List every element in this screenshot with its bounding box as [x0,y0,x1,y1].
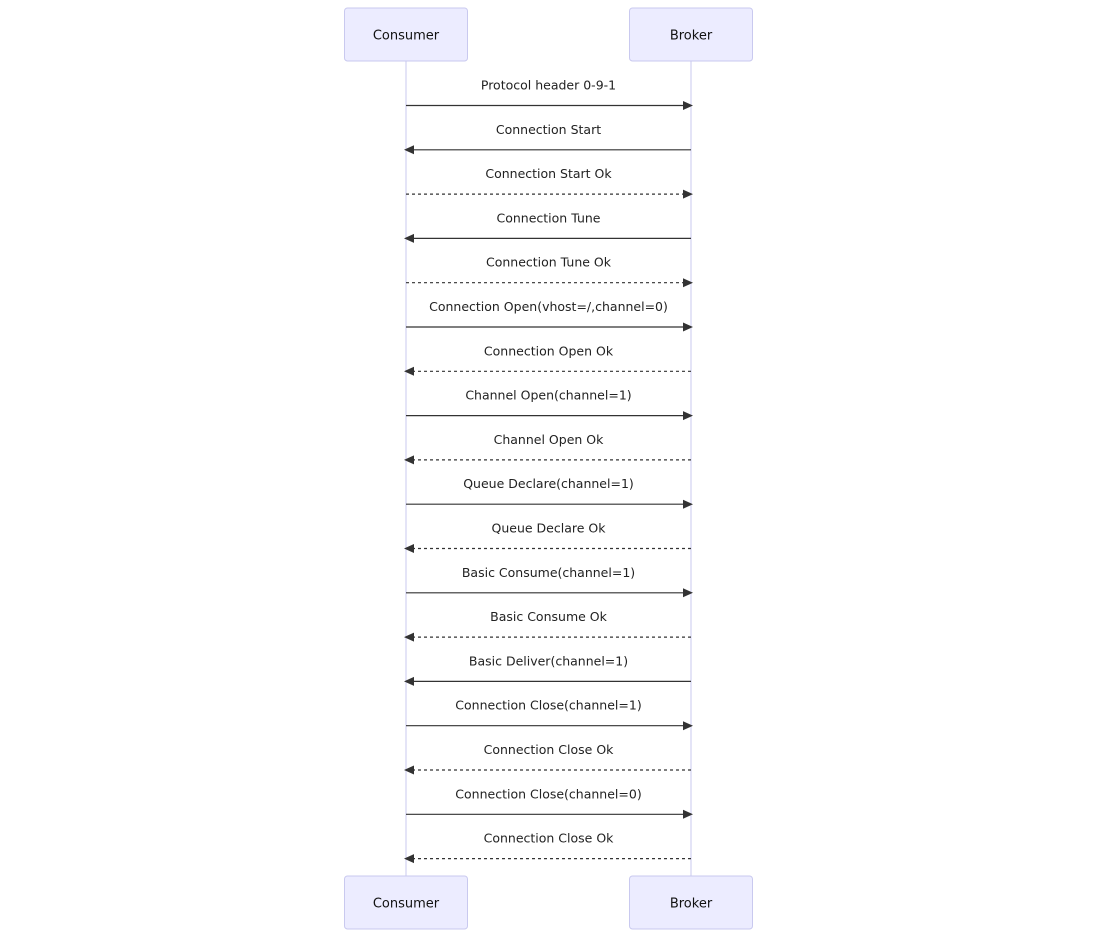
message-15: Connection Close(channel=1) [406,698,693,731]
message-label: Queue Declare(channel=1) [463,476,634,491]
actor-label: Broker [670,897,713,912]
arrowhead-icon [404,455,414,465]
message-label: Basic Consume(channel=1) [462,565,635,580]
arrowhead-icon [404,676,414,686]
message-label: Connection Tune [497,210,601,225]
message-6: Connection Open(vhost=/,channel=0) [406,299,693,332]
message-12: Basic Consume(channel=1) [406,565,693,598]
actor-label: Consumer [373,897,440,912]
message-label: Protocol header 0-9-1 [481,78,616,93]
message-1: Protocol header 0-9-1 [406,78,693,110]
message-label: Channel Open(channel=1) [465,388,631,403]
message-label: Connection Open(vhost=/,channel=0) [429,299,668,314]
message-label: Connection Start Ok [485,166,612,181]
arrowhead-icon [404,544,414,553]
message-label: Connection Open Ok [484,343,614,358]
arrowhead-icon [683,322,693,332]
arrowhead-icon [683,411,693,421]
message-14: Basic Deliver(channel=1) [404,653,691,686]
message-10: Queue Declare(channel=1) [406,476,693,509]
message-label: Connection Tune Ok [486,255,612,270]
message-3: Connection Start Ok [406,166,693,199]
message-label: Connection Close(channel=0) [455,786,641,801]
message-16: Connection Close Ok [404,742,691,775]
message-label: Queue Declare Ok [492,521,607,536]
message-8: Channel Open(channel=1) [406,388,693,421]
message-label: Connection Close Ok [484,742,615,757]
message-label: Connection Close(channel=1) [455,698,641,713]
arrowhead-icon [404,854,414,864]
actor-broker-bottom: Broker [629,875,753,930]
message-9: Channel Open Ok [404,432,691,465]
arrowhead-icon [683,809,693,819]
message-label: Basic Consume Ok [490,609,607,624]
actor-broker-top: Broker [629,7,753,62]
message-18: Connection Close Ok [404,831,691,864]
arrowhead-icon [683,588,693,598]
actor-consumer-bottom: Consumer [344,875,468,930]
actor-box [344,875,468,930]
message-2: Connection Start [404,122,691,155]
arrowhead-icon [683,278,693,288]
message-label: Channel Open Ok [494,432,604,447]
arrowhead-icon [404,366,414,376]
arrowhead-icon [404,145,414,155]
arrowhead-icon [683,101,693,110]
message-4: Connection Tune [404,210,691,243]
actor-consumer-top: Consumer [344,7,468,62]
actor-label: Broker [670,29,713,44]
arrowhead-icon [683,499,693,509]
actor-label: Consumer [373,29,440,44]
message-label: Connection Start [496,122,601,137]
message-11: Queue Declare Ok [404,521,691,553]
arrowhead-icon [404,632,414,642]
message-13: Basic Consume Ok [404,609,691,642]
actor-box [629,7,753,62]
message-7: Connection Open Ok [404,343,691,376]
arrowhead-icon [404,233,414,243]
actor-box [344,7,468,62]
message-label: Basic Deliver(channel=1) [469,653,628,668]
actor-box [629,875,753,930]
arrowhead-icon [404,765,414,775]
arrowhead-icon [683,721,693,731]
arrowhead-icon [683,189,693,199]
message-17: Connection Close(channel=0) [406,786,693,819]
message-5: Connection Tune Ok [406,255,693,288]
message-label: Connection Close Ok [484,831,615,846]
